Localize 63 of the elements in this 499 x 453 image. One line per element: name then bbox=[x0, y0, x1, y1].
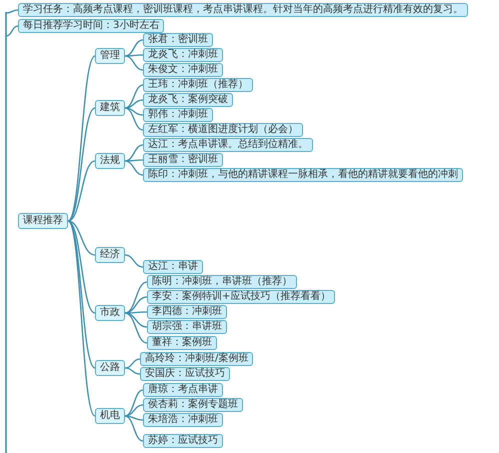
branch-line bbox=[68, 56, 96, 222]
branch-line bbox=[68, 160, 96, 222]
branch-line bbox=[124, 296, 148, 314]
category-box: 管理 bbox=[95, 48, 125, 64]
branch-line bbox=[124, 55, 144, 71]
category-box: 市政 bbox=[95, 305, 125, 321]
category-box: 公路 bbox=[95, 360, 125, 376]
branch-line bbox=[124, 415, 144, 442]
category-box: 机电 bbox=[95, 408, 125, 424]
topic-box: 龙炎飞：冲刺班 bbox=[143, 48, 223, 62]
topic-box: 董祥：案例班 bbox=[147, 336, 217, 350]
category-box: 经济 bbox=[95, 247, 125, 263]
branch-line bbox=[124, 144, 144, 162]
topic-box: 朱培浩：冲刺班 bbox=[143, 413, 223, 427]
topic-box: 学习任务：高频考点课程，密训班课程，考点串讲课程。针对当年的高频考点进行精准有效的复习。 bbox=[18, 3, 468, 17]
branch-line bbox=[124, 107, 144, 116]
branch-line bbox=[124, 404, 144, 417]
branch-line bbox=[124, 281, 148, 314]
branch-line bbox=[124, 107, 144, 131]
branch-line bbox=[124, 312, 148, 328]
branch-line bbox=[68, 220, 96, 256]
topic-box: 李四德：冲刺班 bbox=[147, 305, 227, 319]
topic-box: 陈印：冲刺班，与他的精讲课程一脉相承，看他的精讲就要看他的冲刺 bbox=[143, 168, 463, 182]
topic-box: 朱俊文：冲刺班 bbox=[143, 63, 223, 77]
branch-line bbox=[68, 220, 96, 314]
branch-line bbox=[68, 107, 96, 222]
branch-line bbox=[6, 9, 18, 14]
topic-box: 高玲玲：冲刺班/案例班 bbox=[140, 352, 254, 366]
branch-line bbox=[124, 160, 144, 176]
branch-line bbox=[124, 389, 144, 417]
branch-line bbox=[124, 367, 140, 375]
branch-line bbox=[6, 25, 18, 37]
topic-box: 达江：考点串讲课。总结到位精准。 bbox=[143, 138, 313, 152]
branch-line bbox=[124, 312, 148, 344]
branch-line bbox=[124, 358, 140, 369]
category-box: 法规 bbox=[95, 153, 125, 169]
topic-box: 达江：串讲 bbox=[143, 260, 203, 274]
topic-box: 胡宗强：串讲班 bbox=[147, 320, 227, 334]
topic-box: 李安：案例特训+应试技巧（推荐看看） bbox=[147, 290, 336, 304]
root-topic-box: 课程推荐 bbox=[18, 213, 68, 229]
topic-box: 王丽雪：密训班 bbox=[143, 153, 223, 167]
topic-box: 龙炎飞：案例突破 bbox=[143, 93, 233, 107]
branch-line bbox=[125, 159, 143, 162]
topic-box: 张君：密训班 bbox=[143, 33, 213, 47]
branch-line bbox=[125, 311, 147, 314]
branch-line bbox=[124, 84, 144, 109]
branch-line bbox=[125, 54, 143, 57]
topic-box: 安国庆：应试技巧 bbox=[140, 367, 230, 381]
topic-box: 陈明：冲刺班，串讲班（推荐） bbox=[147, 275, 297, 289]
topic-box: 唐琼：考点串讲 bbox=[143, 383, 223, 397]
branch-line bbox=[68, 220, 96, 416]
branch-line bbox=[124, 415, 144, 421]
topic-box: 郭伟：冲刺班 bbox=[143, 108, 213, 122]
topic-box: 每日推荐学习时间：3小时左右 bbox=[18, 19, 164, 33]
topic-box: 王玮：冲刺班（推荐） bbox=[143, 78, 253, 92]
topic-box: 苏婷：应试技巧 bbox=[143, 434, 223, 448]
branch-line bbox=[124, 254, 144, 268]
category-box: 建筑 bbox=[95, 100, 125, 116]
branch-line bbox=[124, 99, 144, 109]
branch-line bbox=[124, 39, 144, 57]
branch-line bbox=[68, 220, 96, 368]
topic-box: 左红军：横道图进度计划（必会） bbox=[143, 123, 303, 137]
topic-box: 侯杏莉：案例专题班 bbox=[143, 398, 243, 412]
